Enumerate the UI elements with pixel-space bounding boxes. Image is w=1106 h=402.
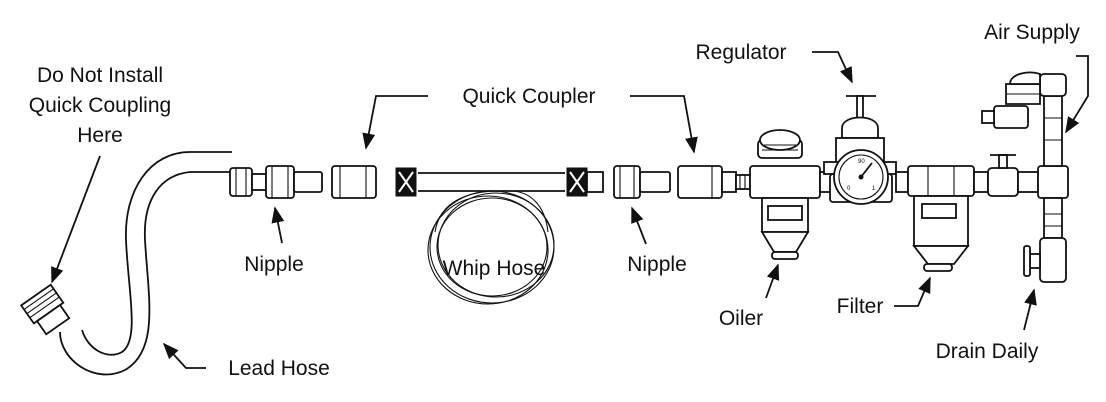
whip-hose-left-fitting [395,167,417,197]
label-nipple-left: Nipple [244,253,304,276]
label-do-not-install-line2: Quick Coupling [29,94,171,117]
label-regulator: Regulator [695,41,786,64]
leader-air-supply [1065,55,1089,134]
nipple-left [229,165,323,199]
leader-drain-daily [1023,288,1037,331]
whip-hose [418,172,565,305]
lead-hose-end-fitting [19,283,71,336]
label-whip-hose: Whip Hose [443,257,546,280]
quick-coupler-right [677,165,751,199]
supply-elbow [981,71,1041,129]
pressure-gauge: 90 0 1 [833,149,889,205]
leader-lead-hose [162,342,206,369]
lead-hose [59,151,232,376]
gauge-scale-left: 0 [847,186,851,192]
gauge-scale-top: 90 [858,159,865,165]
regulator-outlet-nipple [895,171,909,193]
label-quick-coupler: Quick Coupler [462,85,595,108]
oiler [749,129,835,260]
label-do-not-install-line1: Do Not Install [37,64,163,87]
label-air-supply: Air Supply [984,21,1080,44]
leader-nipple-right [631,206,647,245]
leader-filter [894,276,931,307]
leader-quick-coupler-left [362,95,428,150]
label-drain-daily: Drain Daily [936,340,1039,363]
supply-tee [1037,73,1069,199]
nipple-right [613,165,671,199]
leader-oiler [765,263,780,299]
leader-quick-coupler-right [630,95,698,154]
quick-coupler-left [331,165,377,199]
gauge-scale-right: 1 [872,186,876,192]
leader-regulator [812,51,853,84]
label-filter: Filter [837,295,884,318]
label-lead-hose: Lead Hose [228,357,330,380]
shutoff-valve [973,154,1039,197]
label-do-not-install-line3: Here [77,124,123,147]
filter [907,165,975,272]
label-nipple-right: Nipple [627,253,687,276]
label-oiler: Oiler [719,307,763,330]
leader-nipple-left [271,206,285,244]
leader-do-not-install [51,155,101,284]
drain-leg [1023,197,1067,283]
whip-hose-right-fitting [566,167,604,197]
